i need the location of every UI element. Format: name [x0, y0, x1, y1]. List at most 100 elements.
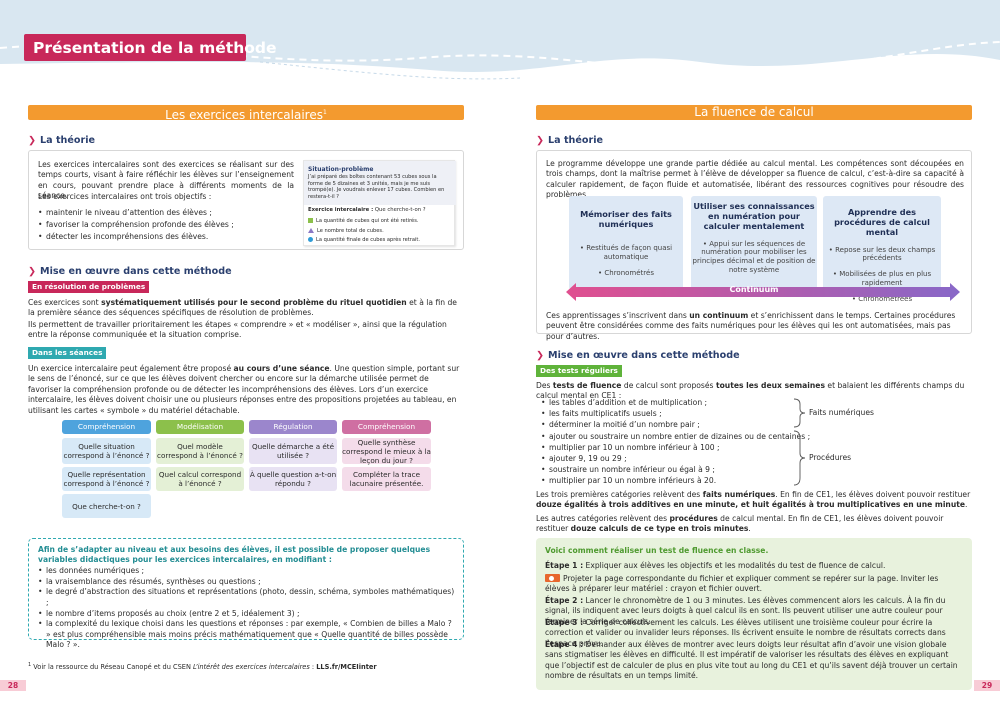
brace-icon — [793, 398, 806, 486]
adapt-intro: Afin de s’adapter au niveau et aux besoi… — [38, 545, 431, 565]
grid-cell: Que cherche-t-on ? — [62, 494, 151, 518]
grid-header-regulation: Régulation — [249, 420, 337, 434]
example-header-bg — [304, 161, 456, 205]
right-theory-heading-text: La théorie — [548, 135, 604, 146]
list-item: • Mobilisées de plus en plus rapidement — [832, 270, 932, 288]
right-p-procedures: Les autres catégories relèvent des procé… — [536, 514, 944, 534]
card-items: • Repose sur les deux champs précédents … — [823, 246, 941, 305]
left-res-p2: Ils permettent de travailler prioritaire… — [28, 320, 447, 340]
card-items: • Restitués de façon quasi automatique •… — [569, 244, 683, 278]
left-impl-heading-text: Mise en œuvre dans cette méthode — [40, 266, 232, 277]
footnote: 1 Voir la ressource du Réseau Canopé et … — [28, 662, 377, 672]
example-option: La quantité de cubes qui ont été retirés… — [308, 217, 420, 227]
page-number-right: 29 — [974, 680, 1000, 691]
test-step-2: Étape 2 : Lancer le chronomètre de 1 ou … — [545, 596, 946, 626]
square-icon — [308, 218, 313, 223]
chevron-right-icon: ❯ — [28, 135, 37, 146]
grid-cell: Quelle démarche a été utilisée ? — [249, 438, 337, 464]
grid-header-comprehension-profonde: Compréhension profonde — [342, 420, 431, 445]
right-impl-heading: ❯Mise en œuvre dans cette méthode — [536, 350, 740, 363]
right-p-faits: Les trois premières catégories relèvent … — [536, 490, 971, 510]
example-text: J’ai préparé des boîtes contenant 53 cub… — [308, 174, 445, 200]
right-theory-box — [536, 150, 972, 334]
list-item: soustraire un nombre inférieur ou égal à… — [541, 464, 811, 475]
list-item: le degré d’abstraction des situations et… — [38, 587, 458, 608]
list-item: • Repose sur les deux champs précédents — [828, 245, 936, 263]
test-step-4: Étape 4 : Demander aux élèves de montrer… — [545, 640, 958, 681]
chevron-right-icon: ❯ — [28, 266, 37, 277]
list-item: maintenir le niveau d’attention des élèv… — [38, 207, 294, 219]
example-options: La quantité de cubes qui ont été retirés… — [308, 217, 420, 246]
left-theory-bullets: maintenir le niveau d’attention des élèv… — [38, 207, 294, 242]
list-item: détecter les incompréhensions des élèves… — [38, 231, 294, 243]
chevron-right-icon: ❯ — [536, 135, 545, 146]
grid-header-modelisation: Modélisation — [156, 420, 244, 434]
card-title: Utiliser ses connaissances en numération… — [693, 201, 815, 231]
grid-cell: À quelle question a-t-on répondu ? — [249, 467, 337, 491]
list-item: multiplier par 10 un nombre inférieur à … — [541, 442, 811, 453]
list-item: la complexité du lexique choisi dans les… — [38, 619, 458, 651]
list-item: • Chronométrés — [598, 268, 654, 277]
chevron-right-icon: ❯ — [536, 350, 545, 361]
example-question-label: Exercice intercalaire : — [308, 207, 374, 213]
right-section-bar: La fluence de calcul — [536, 105, 972, 120]
example-question-text: Que cherche-t-on ? — [373, 207, 426, 213]
right-theory-p2: Ces apprentissages s’inscrivent dans un … — [546, 311, 956, 341]
projector-icon — [545, 574, 560, 582]
title-box — [24, 34, 246, 61]
grid-cell: Compléter la trace lacunaire présentée. — [342, 467, 431, 491]
right-impl-heading-text: Mise en œuvre dans cette méthode — [548, 350, 740, 361]
left-theory-heading: ❯La théorie — [28, 135, 95, 148]
triangle-icon — [308, 227, 314, 233]
left-section-sup: 1 — [323, 109, 327, 116]
brace-label-faits: Faits numériques — [809, 408, 874, 417]
list-item: les données numériques ; — [38, 566, 458, 577]
example-option: Le nombre total de cubes. — [308, 227, 420, 237]
circle-icon — [308, 237, 313, 243]
fluence-card-1: Mémoriser des faits numériques • Restitu… — [569, 196, 683, 290]
list-item: multiplier par 10 un nombre inférieurs à… — [541, 475, 811, 486]
right-theory-p1: Le programme développe une grande partie… — [546, 159, 964, 200]
example-title: Situation-problème — [308, 166, 374, 173]
grid-cell: Quel modèle correspond à l’énoncé ? — [156, 438, 244, 464]
brace-label-procedures: Procédures — [809, 453, 852, 462]
test-box — [536, 538, 972, 690]
left-theory-box — [28, 150, 464, 250]
left-section-title: Les exercices intercalaires — [165, 108, 323, 122]
test-step-3: Étape 3 : Corriger collectivement les ca… — [545, 618, 946, 648]
right-theory-heading: ❯La théorie — [536, 135, 603, 148]
list-item: la vraisemblance des résumés, synthèses … — [38, 577, 458, 588]
list-faits: les tables d’addition et de multiplicati… — [541, 397, 811, 430]
list-item: • Appui sur les séquences de numération … — [692, 239, 816, 275]
list-item: les tables d’addition et de multiplicati… — [541, 397, 811, 408]
footnote-link[interactable]: LLS.fr/MCEIinter — [316, 663, 377, 672]
list-item: déterminer la moitié d’un nombre pair ; — [541, 419, 811, 430]
list-item: • Restitués de façon quasi automatique — [579, 243, 673, 261]
left-theory-p2: Les exercices intercalaires ont trois ob… — [38, 192, 212, 201]
tag-resolution: En résolution de problèmes — [28, 281, 150, 293]
left-impl-heading: ❯Mise en œuvre dans cette méthode — [28, 266, 232, 279]
example-option: La quantité finale de cubes après retrai… — [308, 236, 420, 246]
test-step-1: Étape 1 : Expliquer aux élèves les objec… — [545, 561, 886, 570]
right-tests-intro: Des tests de fluence de calcul sont prop… — [536, 381, 965, 401]
test-title: Voici comment réaliser un test de fluenc… — [545, 546, 769, 555]
grid-cell: Quelle synthèse correspond le mieux à la… — [342, 437, 431, 465]
list-item: ajouter ou soustraire un nombre entier d… — [541, 431, 811, 442]
tag-seances: Dans les séances — [28, 347, 107, 359]
card-items: • Appui sur les séquences de numération … — [691, 240, 817, 276]
grid-cell: Quelle représentation correspond à l’éno… — [62, 467, 151, 491]
list-procedures: ajouter ou soustraire un nombre entier d… — [541, 431, 811, 486]
continuum-label: Continuum — [729, 285, 779, 294]
fluence-card-2: Utiliser ses connaissances en numération… — [691, 196, 817, 290]
grid-cell: Quelle situation correspond à l’énoncé ? — [62, 438, 151, 464]
example-question: Exercice intercalaire : Que cherche-t-on… — [308, 207, 426, 214]
tag-tests: Des tests réguliers — [536, 365, 622, 377]
card-title: Apprendre des procédures de calcul menta… — [834, 207, 930, 237]
grid-cell: Quel calcul correspond à l’énoncé ? — [156, 467, 244, 491]
list-item: ajouter 9, 19 ou 29 ; — [541, 453, 811, 464]
left-theory-p1: Les exercices intercalaires sont des exe… — [38, 160, 294, 201]
test-step-1b: Projeter la page correspondante du fichi… — [545, 574, 939, 594]
left-theory-heading-text: La théorie — [40, 135, 96, 146]
card-title: Mémoriser des faits numériques — [580, 209, 672, 229]
adapt-bullets: les données numériques ; la vraisemblanc… — [38, 566, 458, 651]
